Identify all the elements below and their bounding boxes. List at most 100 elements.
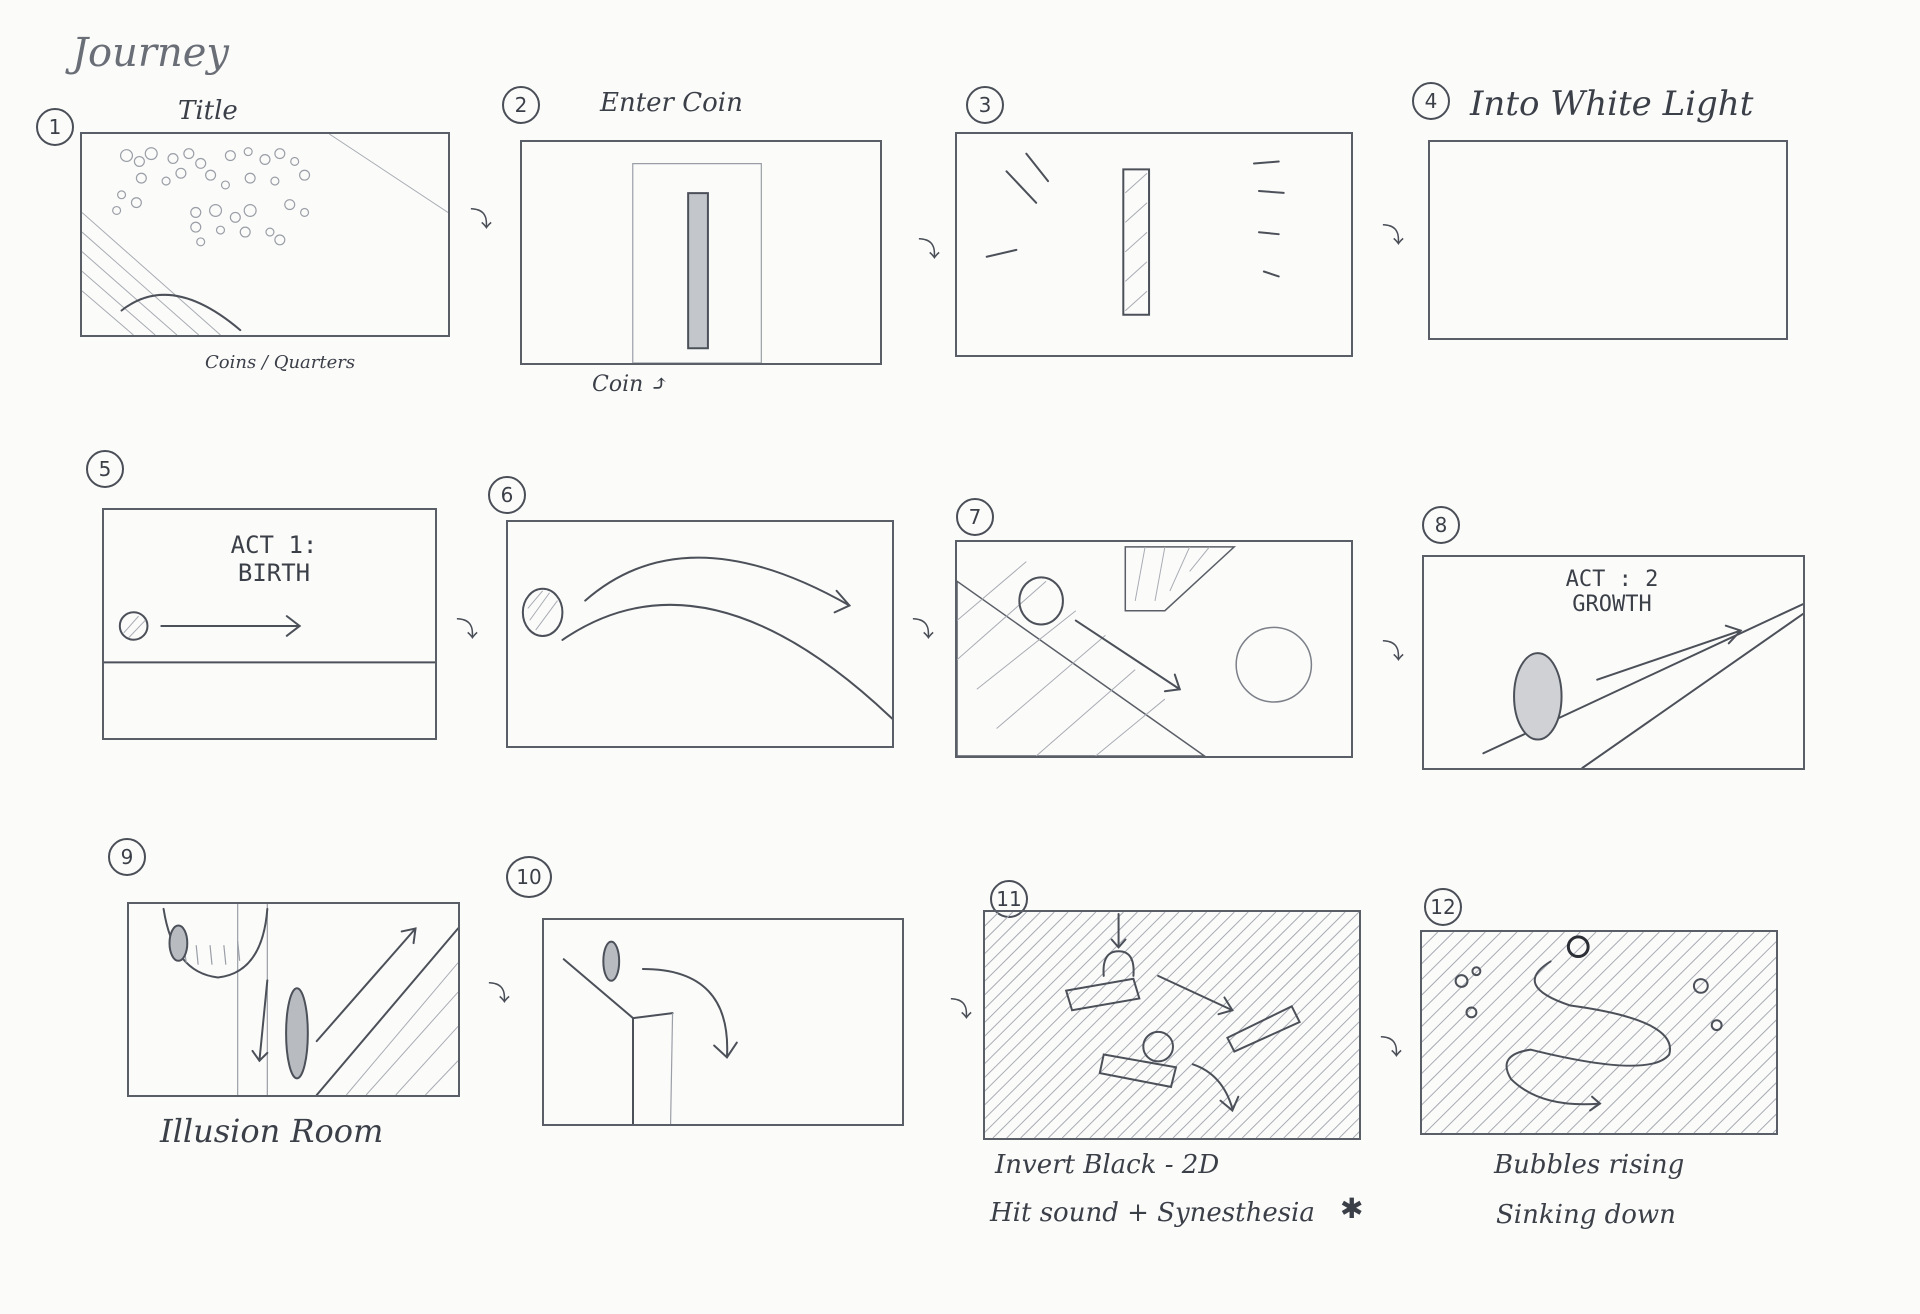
shading-stroke [1284,912,1359,1138]
panel-note-line: Invert Black - 2D [995,1150,1220,1180]
star-icon: ✱ [1340,1192,1364,1225]
shading-stroke [1422,932,1501,1133]
shading-stroke [985,912,1096,1138]
act-title: ACT : 2 GROWTH [1532,567,1692,618]
panel-number: 5 [86,450,124,488]
panel-12-sketch [1422,932,1776,1133]
shading-stroke [1228,912,1359,1138]
storyboard-panel-1 [80,132,450,337]
shading-stroke [1256,912,1359,1138]
shading-stroke [1678,932,1776,1133]
shading-stroke [1173,912,1359,1138]
panel-9-sketch [129,904,458,1095]
shading-stroke [1694,932,1776,1133]
panel-note: Coins / Quarters [205,352,356,373]
shading-stroke [1552,932,1755,1133]
curved-arrow-icon: ⤵ [1380,1036,1403,1061]
panel-number: 9 [108,838,146,876]
storyboard-panel-10 [542,918,904,1126]
shading-stroke [993,912,1221,1138]
storyboard-panel-2 [520,140,882,365]
panel-note: Illusion Room [160,1112,384,1150]
storyboard-panel-11 [983,910,1361,1140]
shading-stroke [1726,932,1776,1133]
shading-stroke [1422,932,1580,1133]
panel-number: 11 [990,880,1028,918]
shading-stroke [1773,932,1776,1133]
shading-stroke [985,912,1165,1138]
panel-number: 7 [956,498,994,536]
panel-5-sketch [104,510,435,738]
panel-6-sketch [508,522,892,746]
shading-stroke [1422,932,1469,1133]
storyboard-panel-5: ACT 1: BIRTH [102,508,437,740]
shading-stroke [985,912,1054,1138]
shading-stroke [985,912,1068,1138]
panel-caption: Title [178,96,238,126]
shading-stroke [1422,932,1549,1133]
panel-note-line: Bubbles rising [1494,1150,1685,1180]
storyboard-panel-8: ACT : 2 GROWTH [1422,555,1805,770]
storyboard-panel-3 [955,132,1353,357]
panel-number: 6 [488,476,526,514]
storyboard-panel-9 [127,902,460,1097]
curved-arrow-icon: ⤵ [918,238,941,263]
storyboard-panel-7 [955,540,1353,758]
shading-stroke [985,912,1193,1138]
panel-number: 1 [36,108,74,146]
shading-stroke [1567,932,1770,1133]
shading-stroke [1615,932,1776,1133]
panel-2-sketch [522,142,880,363]
curved-arrow-icon: ⤵ [470,208,493,233]
shading-stroke [1441,932,1644,1133]
shading-stroke [1215,912,1359,1138]
curved-arrow-icon: ⤵ [1382,224,1405,249]
curved-arrow-icon: ⤵ [488,982,511,1007]
shading-stroke [985,912,1179,1138]
shading-stroke [985,912,1207,1138]
shading-stroke [1422,932,1485,1133]
shading-stroke [985,912,1027,1138]
shading-stroke [1599,932,1776,1133]
shading-stroke [1757,932,1776,1133]
storyboard-panel-12 [1420,930,1778,1135]
storyboard-panel-6 [506,520,894,748]
panel-number: 8 [1422,506,1460,544]
shading-stroke [1457,932,1660,1133]
shading-stroke [985,912,1137,1138]
shading-stroke [1312,912,1359,1138]
shading-stroke [1583,932,1776,1133]
shading-stroke [1504,932,1707,1133]
panel-8-sketch [1424,557,1803,768]
shading-stroke [985,912,1151,1138]
shading-stroke [1242,912,1359,1138]
shading-stroke [1662,932,1776,1133]
act-title-line: ACT 1: [230,531,318,559]
act-title: ACT 1: BIRTH [204,531,344,587]
panel-note-line: Sinking down [1496,1200,1676,1230]
shading-stroke [1646,932,1776,1133]
panel-11-sketch [985,912,1359,1138]
act-title-line: BIRTH [237,558,311,587]
shading-stroke [1034,912,1262,1138]
shading-stroke [1076,912,1304,1138]
shading-stroke [1298,912,1359,1138]
panel-number: 12 [1424,888,1462,926]
panel-number: 3 [966,86,1004,124]
act-title-line: ACT : 2 [1565,567,1659,592]
shading-stroke [1631,932,1776,1133]
panel-number: 10 [506,856,552,898]
shading-stroke [985,912,1040,1138]
shading-stroke [1422,932,1517,1133]
shading-stroke [1520,932,1723,1133]
shading-stroke [1090,912,1318,1138]
shading-stroke [1422,932,1612,1133]
shading-stroke [985,912,1082,1138]
shading-stroke [1710,932,1776,1133]
shading-stroke [985,912,1124,1138]
storyboard-panel-4 [1428,140,1788,340]
shading-stroke [1472,932,1675,1133]
shading-stroke [1201,912,1359,1138]
shading-stroke [1131,912,1359,1138]
